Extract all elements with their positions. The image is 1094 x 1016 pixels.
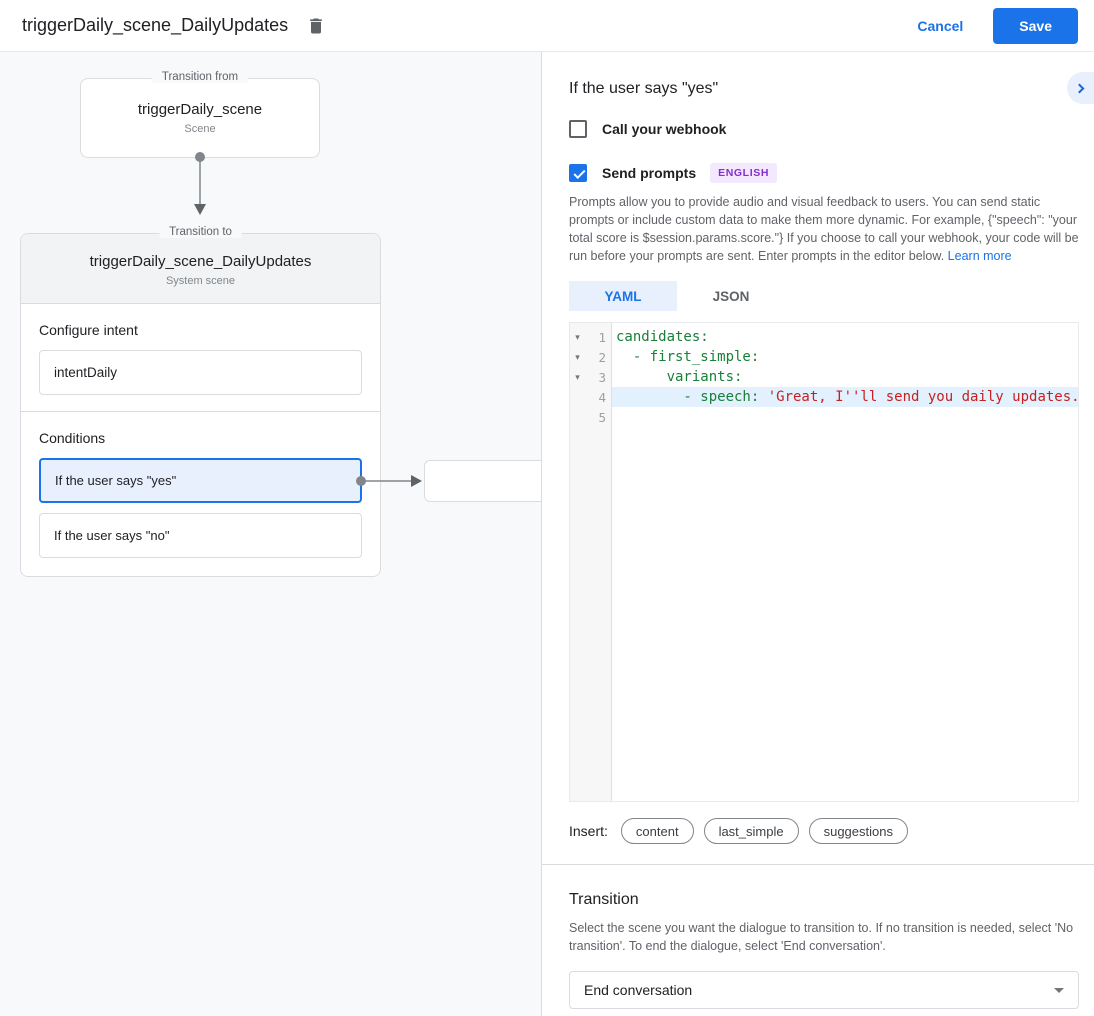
page-title: triggerDaily_scene_DailyUpdates bbox=[22, 15, 289, 35]
send-prompts-label: Send prompts bbox=[602, 165, 697, 181]
transition-arrow-down bbox=[194, 151, 206, 217]
chevron-right-icon bbox=[1074, 83, 1085, 93]
conditions-section: Conditions If the user says "yes" If the… bbox=[21, 412, 541, 576]
insert-chip-content[interactable]: content bbox=[620, 818, 694, 844]
webhook-row: Call your webhook bbox=[569, 120, 1079, 138]
tab-json[interactable]: JSON bbox=[677, 281, 785, 311]
panel-divider bbox=[542, 864, 1094, 865]
intent-section: Configure intent intentDaily bbox=[21, 304, 380, 411]
condition-detail-panel: If the user says "yes" Call your webhook… bbox=[541, 52, 1094, 1016]
condition-item[interactable]: If the user says "yes" bbox=[39, 458, 541, 503]
code-segment-key: - first_simple: bbox=[616, 349, 760, 365]
code-line[interactable]: - first_simple: bbox=[612, 347, 1078, 367]
line-number: 4 bbox=[598, 389, 606, 405]
transition-description: Select the scene you want the dialogue t… bbox=[569, 921, 1074, 953]
fold-arrow-icon[interactable]: ▾ bbox=[575, 351, 580, 362]
transition-from-legend: Transition from bbox=[151, 71, 249, 83]
prompts-description-text: Prompts allow you to provide audio and v… bbox=[569, 195, 1079, 263]
transition-from-node[interactable]: Transition from triggerDaily_scene Scene bbox=[80, 71, 320, 215]
cancel-button[interactable]: Cancel bbox=[905, 10, 975, 42]
code-line[interactable]: variants: bbox=[612, 367, 1078, 387]
scene-diagram-canvas: Transition from triggerDaily_scene Scene… bbox=[0, 52, 541, 1016]
editor-code[interactable]: candidates: - first_simple: variants: - … bbox=[612, 323, 1078, 801]
language-badge: ENGLISH bbox=[710, 163, 777, 183]
insert-chip-last_simple[interactable]: last_simple bbox=[703, 818, 799, 844]
condition-label: If the user says "no" bbox=[54, 528, 170, 543]
tab-yaml[interactable]: YAML bbox=[569, 281, 677, 311]
save-button[interactable]: Save bbox=[993, 7, 1078, 44]
insert-chip-suggestions[interactable]: suggestions bbox=[808, 818, 908, 844]
condition-label: If the user says "yes" bbox=[55, 473, 177, 488]
condition-item[interactable]: If the user says "no" bbox=[39, 513, 362, 558]
conditions-heading: Conditions bbox=[39, 430, 106, 446]
code-segment-key: variants: bbox=[616, 369, 743, 385]
transition-dropdown[interactable]: End conversation bbox=[569, 971, 1079, 1009]
webhook-label: Call your webhook bbox=[602, 121, 727, 137]
panel-title: If the user says "yes" bbox=[569, 80, 719, 97]
line-number: 5 bbox=[598, 409, 606, 425]
from-scene-type: Scene bbox=[184, 123, 216, 135]
insert-label: Insert: bbox=[569, 823, 608, 839]
dropdown-caret-icon bbox=[1054, 987, 1064, 993]
intent-item[interactable]: intentDaily bbox=[39, 350, 362, 395]
send-prompts-row: Send prompts ENGLISH bbox=[569, 163, 1079, 183]
delete-button[interactable] bbox=[300, 10, 332, 42]
webhook-checkbox[interactable] bbox=[569, 120, 587, 138]
transition-heading: Transition bbox=[569, 891, 639, 908]
code-line[interactable] bbox=[612, 407, 1078, 427]
transition-arrow-right bbox=[356, 474, 426, 487]
trash-icon bbox=[310, 18, 322, 33]
transition-to-legend: Transition to bbox=[159, 226, 242, 238]
send-prompts-checkbox[interactable] bbox=[569, 164, 587, 182]
configure-intent-heading: Configure intent bbox=[39, 322, 138, 338]
gutter-row: ▾3 bbox=[570, 367, 611, 387]
code-line[interactable]: candidates: bbox=[612, 327, 1078, 347]
fold-arrow-icon[interactable]: ▾ bbox=[575, 331, 580, 342]
code-segment-key: - speech: bbox=[616, 389, 768, 405]
gutter-row: 5 bbox=[570, 407, 611, 427]
learn-more-link[interactable]: Learn more bbox=[947, 249, 1012, 263]
line-number: 2 bbox=[598, 349, 606, 365]
transition-target-node[interactable] bbox=[424, 459, 541, 502]
panel-top-section: If the user says "yes" Call your webhook… bbox=[542, 52, 1094, 864]
conditions-list: If the user says "yes" If the user says … bbox=[39, 458, 541, 558]
insert-chips: content last_simple suggestions bbox=[620, 818, 918, 844]
gutter-row: ▾2 bbox=[570, 347, 611, 367]
line-number: 1 bbox=[598, 329, 606, 345]
gutter-row: 4 bbox=[570, 387, 611, 407]
section-divider bbox=[21, 411, 380, 412]
collapse-panel-button[interactable] bbox=[1067, 72, 1094, 104]
to-scene-name: triggerDaily_scene_DailyUpdates bbox=[89, 253, 312, 270]
transition-section: Transition Select the scene you want the… bbox=[542, 865, 1094, 1009]
code-segment-key: candidates: bbox=[616, 329, 709, 345]
fold-arrow-icon[interactable]: ▾ bbox=[575, 371, 580, 382]
code-segment-string: 'Great, I''ll send you daily updates.' bbox=[767, 389, 1078, 405]
prompts-description: Prompts allow you to provide audio and v… bbox=[569, 193, 1079, 265]
transition-to-node[interactable]: Transition to triggerDaily_scene_DailyUp… bbox=[20, 226, 541, 577]
transition-dropdown-value: End conversation bbox=[584, 982, 693, 998]
intent-name: intentDaily bbox=[54, 365, 118, 380]
insert-row: Insert: content last_simple suggestions bbox=[569, 818, 1079, 844]
from-scene-name: triggerDaily_scene bbox=[137, 101, 263, 118]
topbar: triggerDaily_scene_DailyUpdates Cancel S… bbox=[0, 0, 1094, 52]
code-line[interactable]: - speech: 'Great, I''ll send you daily u… bbox=[612, 387, 1078, 407]
scene-header: triggerDaily_scene_DailyUpdates System s… bbox=[21, 234, 380, 304]
to-scene-type: System scene bbox=[165, 275, 236, 287]
gutter-row: ▾1 bbox=[570, 327, 611, 347]
line-number: 3 bbox=[598, 369, 606, 385]
